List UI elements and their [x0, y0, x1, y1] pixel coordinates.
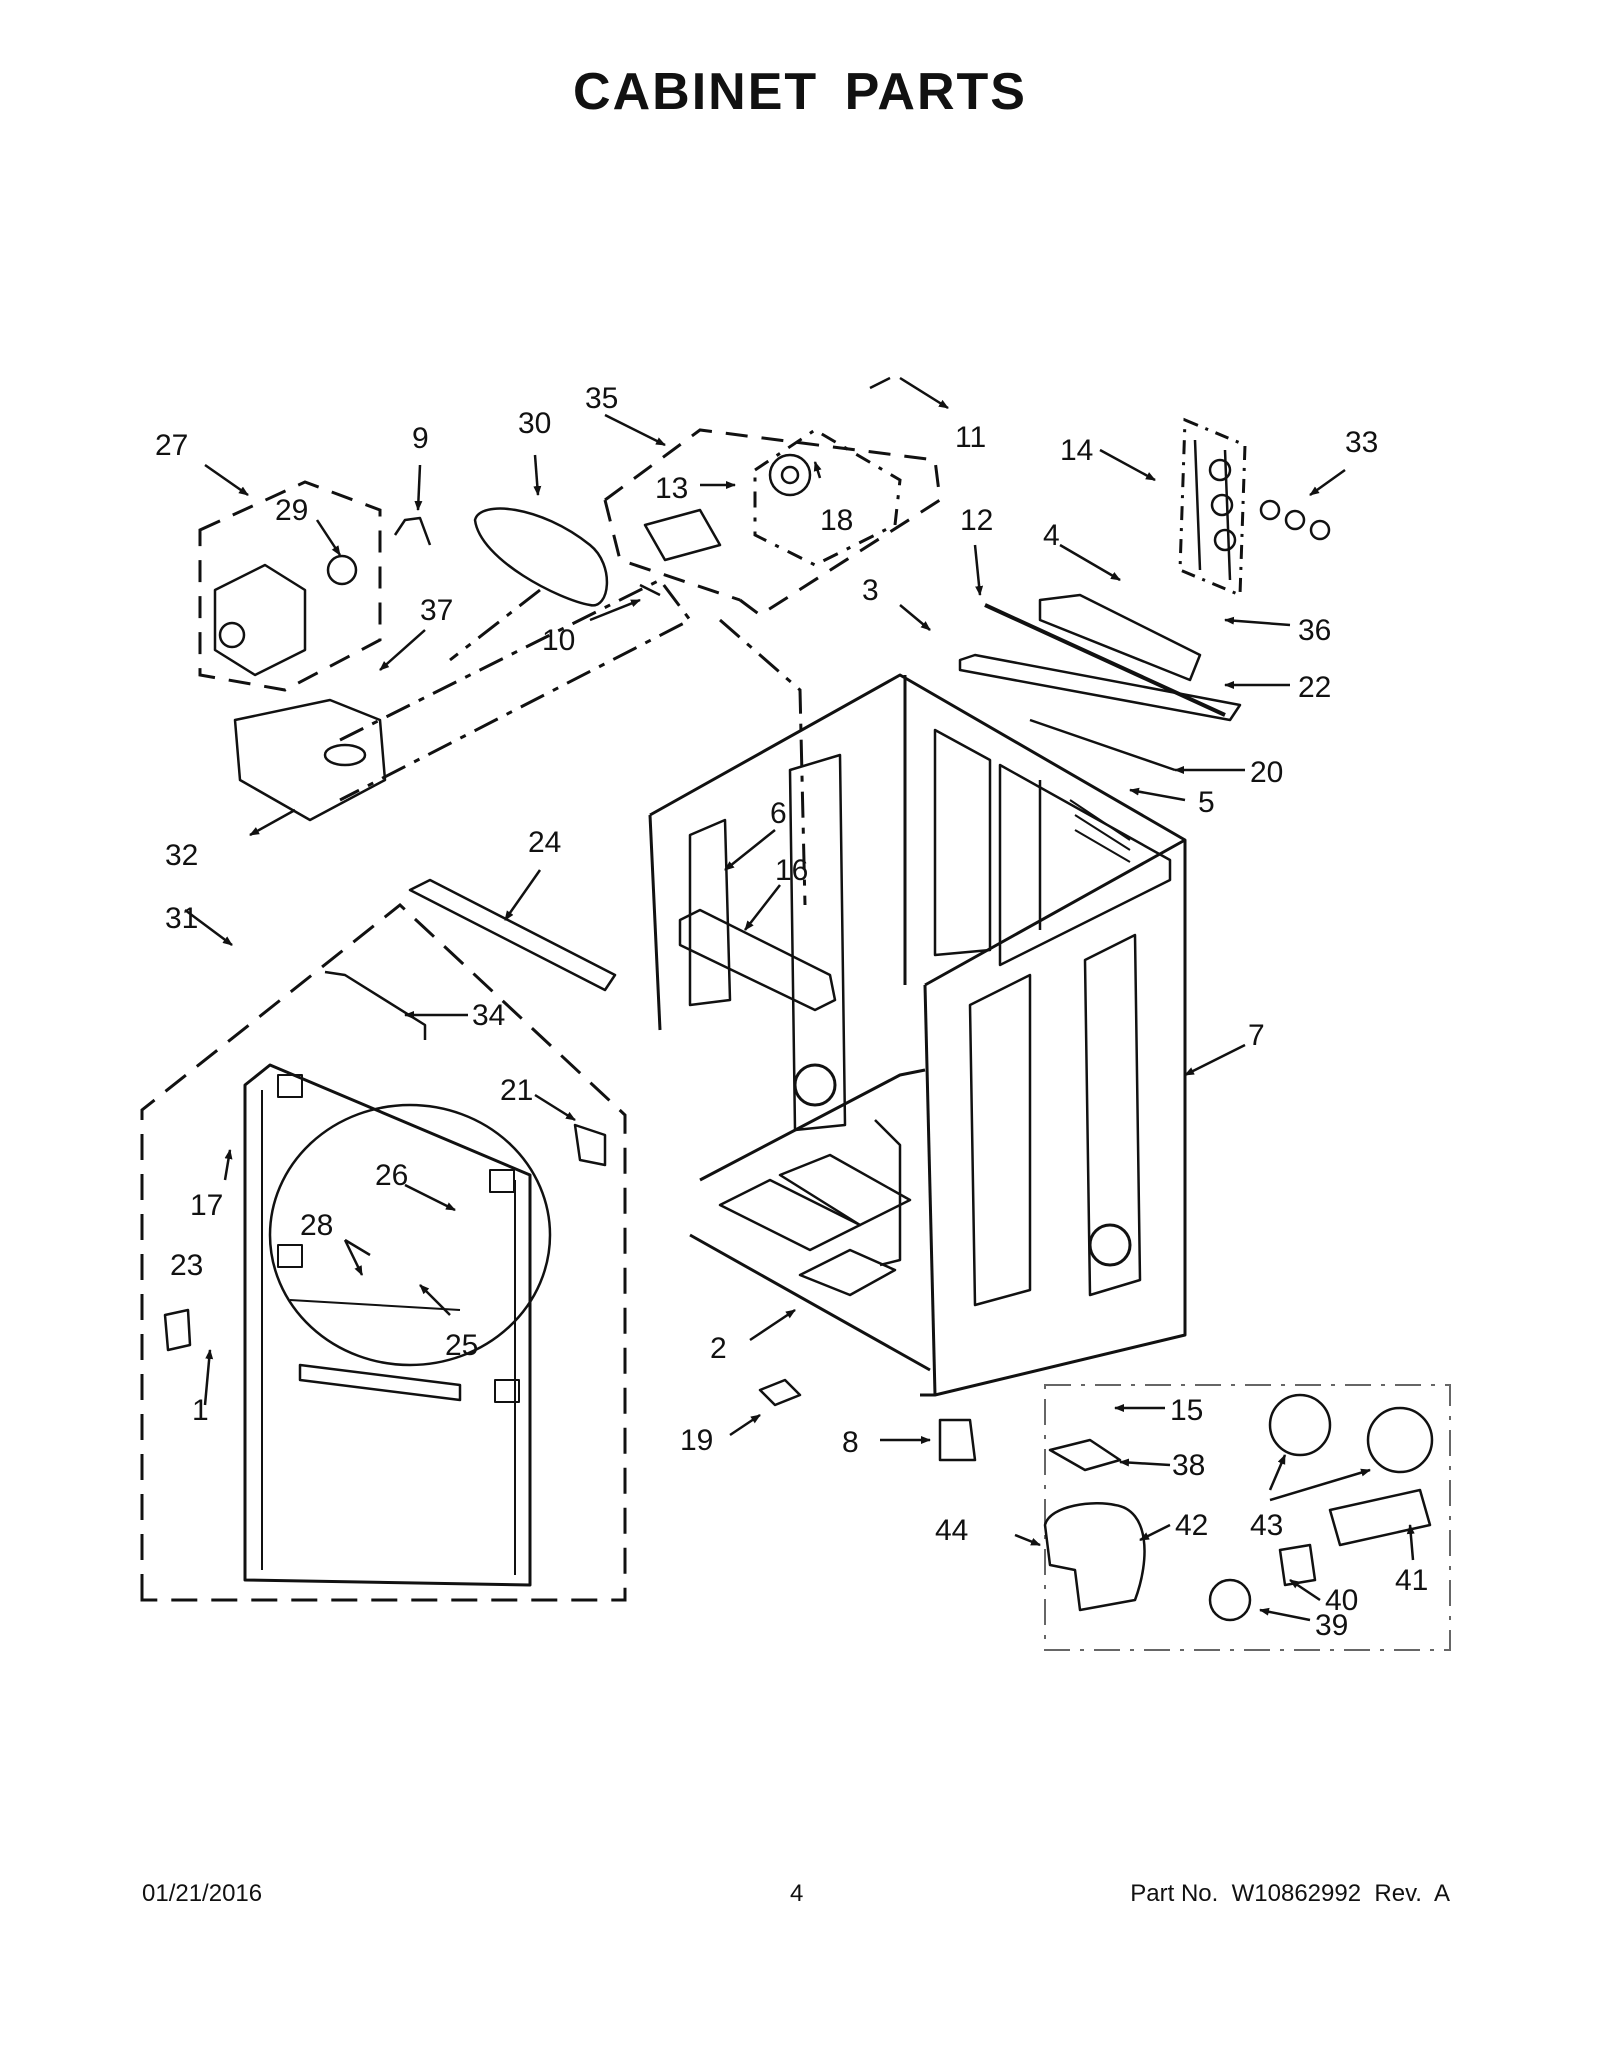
pulley-group-outline	[753, 428, 902, 567]
callout-7: 7	[1248, 1019, 1265, 1052]
idler-group-outline	[603, 428, 942, 617]
callout-29: 29	[275, 494, 308, 527]
motor-to-base-line	[339, 578, 693, 802]
callout-8: 8	[842, 1426, 859, 1459]
callout-32: 32	[165, 839, 198, 872]
callout-42: 42	[1175, 1509, 1208, 1542]
callout-15: 15	[1170, 1394, 1203, 1427]
callout-38: 38	[1172, 1449, 1205, 1482]
harness-group-outline	[1178, 417, 1247, 598]
group-outlines	[140, 417, 1451, 1651]
footer-date: 01/21/2016	[142, 1880, 263, 1907]
callout-30: 30	[518, 407, 551, 440]
callout-14: 14	[1060, 434, 1093, 467]
callout-4: 4	[1043, 519, 1060, 552]
callout-36: 36	[1298, 614, 1331, 647]
callout-35: 35	[585, 382, 618, 415]
callout-41: 41	[1395, 1564, 1428, 1597]
callout-1: 1	[192, 1394, 209, 1427]
callout-12: 12	[960, 504, 993, 537]
front-panel-group-outline	[140, 903, 627, 1602]
motor-group-outline	[198, 480, 382, 692]
callout-18: 18	[820, 504, 853, 537]
callout-10: 10	[542, 624, 575, 657]
footer-page-number: 4	[790, 1880, 804, 1907]
callout-39: 39	[1315, 1609, 1348, 1642]
callout-22: 22	[1298, 671, 1331, 704]
callout-26: 26	[375, 1159, 408, 1192]
callout-37: 37	[420, 594, 453, 627]
callout-21: 21	[500, 1074, 533, 1107]
cabinet-drawing	[648, 673, 1187, 1397]
callout-31: 31	[165, 902, 198, 935]
callout-27: 27	[155, 429, 188, 462]
callout-3: 3	[862, 574, 879, 607]
callout-24: 24	[528, 826, 561, 859]
callout-2: 2	[710, 1332, 727, 1365]
callout-9: 9	[412, 422, 429, 455]
callout-11: 11	[955, 421, 986, 454]
callout-13: 13	[655, 472, 688, 505]
leader-arrows	[184, 376, 1415, 1622]
callout-19: 19	[680, 1424, 713, 1457]
motor-body	[213, 563, 307, 677]
belt	[473, 507, 609, 607]
callout-17: 17	[190, 1189, 223, 1222]
belt-to-motor-line	[449, 588, 541, 662]
callout-28: 28	[300, 1209, 333, 1242]
front-panel-drawing	[243, 1063, 552, 1587]
callout-5: 5	[1198, 786, 1215, 819]
callout-44: 44	[935, 1514, 968, 1547]
motor-base	[233, 698, 387, 822]
callout-20: 20	[1250, 756, 1283, 789]
callout-25: 25	[445, 1329, 478, 1362]
idler-to-cabinet-line	[719, 618, 807, 906]
callout-43: 43	[1250, 1509, 1283, 1542]
callout-6: 6	[770, 797, 787, 830]
callout-34: 34	[472, 999, 505, 1032]
page-title: CABINET PARTS	[573, 63, 1027, 121]
accessories-group-outline	[1044, 1384, 1451, 1651]
callout-40: 40	[1325, 1584, 1358, 1617]
callout-33: 33	[1345, 426, 1378, 459]
callout-16: 16	[775, 854, 808, 887]
callout-23: 23	[170, 1249, 203, 1282]
footer-part-number: Part No. W10862992 Rev. A	[1130, 1880, 1450, 1907]
hardware-drawings	[163, 376, 1434, 1622]
callout-labels: 1 2 3 4 5 6 7 8 9 10 11 12 13 14 15 16 1…	[155, 382, 1428, 1642]
